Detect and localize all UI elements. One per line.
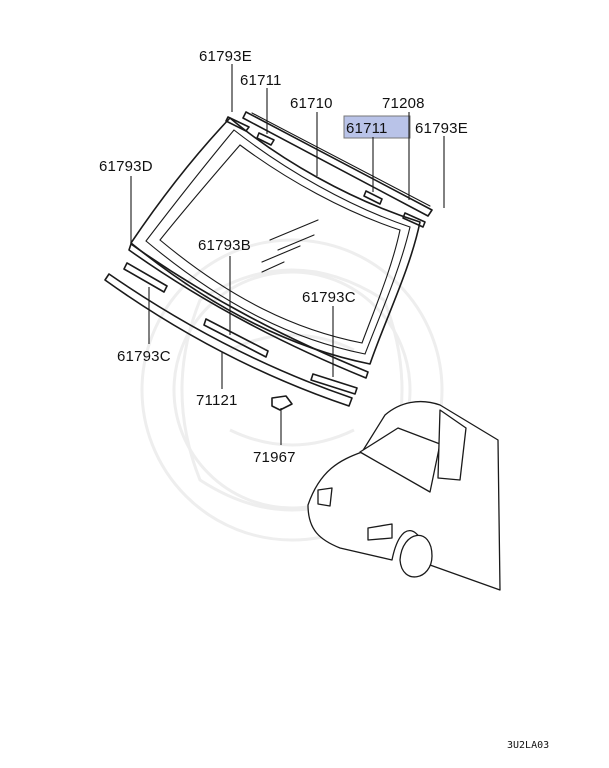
- highlight-box: [343, 115, 411, 139]
- label-61793d: 61793D: [99, 158, 153, 175]
- diagram-code: 3U2LA03: [507, 740, 549, 751]
- clip-61711-left: [256, 132, 275, 146]
- clip-61711-right: [363, 190, 383, 205]
- label-61711-left: 61711: [240, 72, 282, 89]
- label-61793c-right: 61793C: [302, 289, 356, 306]
- label-61793b: 61793B: [198, 237, 251, 254]
- strip-61793b: [203, 318, 269, 358]
- label-61793e-right: 61793E: [415, 120, 468, 137]
- leader-lines: [130, 64, 445, 445]
- roof-molding-group: [225, 111, 433, 228]
- label-71121: 71121: [196, 392, 238, 409]
- label-71967: 71967: [253, 449, 296, 466]
- windshield-glass: [130, 117, 421, 365]
- label-71208: 71208: [382, 95, 425, 112]
- lower-molding-group: [104, 243, 369, 411]
- glass-reflection-mark: [261, 219, 319, 273]
- strip-61793c-right: [310, 373, 358, 395]
- strip-61793c-left: [123, 262, 168, 293]
- label-61711-highlighted[interactable]: 61711: [346, 120, 388, 137]
- molding-71121: [104, 273, 353, 407]
- car-illustration: [307, 401, 501, 591]
- roof-molding-61710: [242, 111, 433, 217]
- molding-61793d: [128, 243, 369, 379]
- label-61793c-left: 61793C: [117, 348, 171, 365]
- label-61710: 61710: [290, 95, 333, 112]
- label-61793e-top: 61793E: [199, 48, 252, 65]
- fastener-71967: [271, 395, 293, 411]
